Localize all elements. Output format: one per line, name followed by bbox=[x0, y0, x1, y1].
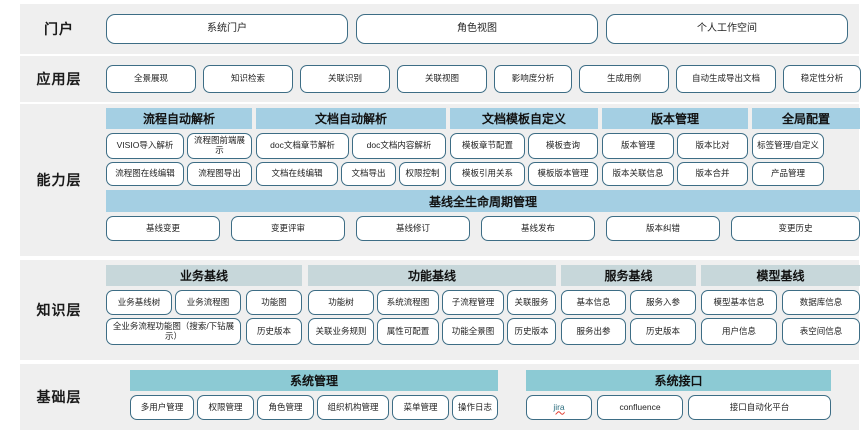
base-0-item-1[interactable]: 权限管理 bbox=[197, 395, 254, 420]
know-group-title-3: 模型基线 bbox=[701, 265, 860, 286]
base-0-item-2[interactable]: 角色管理 bbox=[257, 395, 314, 420]
app-item-7[interactable]: 稳定性分析 bbox=[783, 65, 861, 93]
cap-group-title-4: 全局配置 bbox=[752, 108, 860, 129]
layer-band-capability: 能力层 流程自动解析 文档自动解析 文档模板自定义 版本管理 全局配置 VISI… bbox=[20, 104, 860, 256]
know-1-r2-3[interactable]: 历史版本 bbox=[507, 318, 556, 345]
lifecycle-title: 基线全生命周期管理 bbox=[106, 190, 860, 212]
app-item-1[interactable]: 知识检索 bbox=[203, 65, 293, 93]
cap-2-r2-0[interactable]: 模板引用关系 bbox=[450, 162, 525, 186]
layer-label-application: 应用层 bbox=[36, 71, 82, 87]
portal-item-2[interactable]: 个人工作空间 bbox=[606, 14, 848, 44]
know-1-r2-1[interactable]: 属性可配置 bbox=[377, 318, 439, 345]
app-item-2[interactable]: 关联识别 bbox=[300, 65, 390, 93]
lifecycle-item-2[interactable]: 基线修订 bbox=[356, 216, 470, 241]
lifecycle-item-0[interactable]: 基线变更 bbox=[106, 216, 220, 241]
know-2-r1-1[interactable]: 服务入参 bbox=[630, 290, 696, 315]
base-1-item-0[interactable]: jira bbox=[526, 395, 592, 420]
cap-2-r1-0[interactable]: 模板章节配置 bbox=[450, 133, 525, 159]
cap-1-r2-1[interactable]: 文档导出 bbox=[341, 162, 396, 186]
base-0-item-5[interactable]: 操作日志 bbox=[452, 395, 498, 420]
portal-item-1[interactable]: 角色视图 bbox=[356, 14, 598, 44]
know-0-r1-1[interactable]: 业务流程图 bbox=[175, 290, 241, 315]
know-0-r1-0[interactable]: 业务基线树 bbox=[106, 290, 172, 315]
cap-0-r2-1[interactable]: 流程图导出 bbox=[187, 162, 252, 186]
layer-band-knowledge: 知识层 业务基线 功能基线 服务基线 模型基线 业务基线树 业务流程图 功能图 … bbox=[20, 260, 860, 360]
cap-3-r1-1[interactable]: 版本比对 bbox=[677, 133, 748, 159]
cap-1-r2-2[interactable]: 权限控制 bbox=[399, 162, 446, 186]
know-2-r1-0[interactable]: 基本信息 bbox=[561, 290, 626, 315]
layer-body-knowledge: 业务基线 功能基线 服务基线 模型基线 业务基线树 业务流程图 功能图 全业务流… bbox=[98, 260, 860, 360]
layer-band-portal: 门户 系统门户 角色视图 个人工作空间 bbox=[20, 4, 859, 54]
layer-band-application: 应用层 全景展现 知识检索 关联识别 关联视图 影响度分析 生成用例 自动生成导… bbox=[20, 56, 861, 102]
know-1-r2-2[interactable]: 功能全景图 bbox=[442, 318, 504, 345]
cap-3-r2-0[interactable]: 版本关联信息 bbox=[602, 162, 674, 186]
layer-body-portal: 系统门户 角色视图 个人工作空间 bbox=[98, 4, 855, 54]
know-3-r2-0[interactable]: 用户信息 bbox=[701, 318, 777, 345]
layer-body-infrastructure: 系统管理 系统接口 多用户管理 权限管理 角色管理 组织机构管理 菜单管理 操作… bbox=[98, 364, 855, 430]
cap-0-r1-0[interactable]: VISIO导入解析 bbox=[106, 133, 184, 159]
app-item-6[interactable]: 自动生成导出文档 bbox=[676, 65, 776, 93]
know-0-r2-0[interactable]: 全业务流程功能图（搜索/下钻展示） bbox=[106, 318, 241, 345]
layer-body-application: 全景展现 知识检索 关联识别 关联视图 影响度分析 生成用例 自动生成导出文档 … bbox=[98, 56, 861, 102]
lifecycle-item-1[interactable]: 变更评审 bbox=[231, 216, 345, 241]
know-0-r2-1[interactable]: 历史版本 bbox=[246, 318, 302, 345]
cap-1-r1-1[interactable]: doc文档内容解析 bbox=[352, 133, 446, 159]
app-item-3[interactable]: 关联视图 bbox=[397, 65, 487, 93]
app-item-5[interactable]: 生成用例 bbox=[579, 65, 669, 93]
layer-label-portal: 门户 bbox=[44, 21, 74, 37]
base-group-title-0: 系统管理 bbox=[130, 370, 498, 391]
know-group-title-0: 业务基线 bbox=[106, 265, 302, 286]
base-0-item-3[interactable]: 组织机构管理 bbox=[317, 395, 389, 420]
know-1-r1-2[interactable]: 子流程管理 bbox=[442, 290, 504, 315]
app-item-0[interactable]: 全景展现 bbox=[106, 65, 196, 93]
layer-band-infrastructure: 基础层 系统管理 系统接口 多用户管理 权限管理 角色管理 组织机构管理 菜单管… bbox=[20, 364, 859, 430]
layer-body-capability: 流程自动解析 文档自动解析 文档模板自定义 版本管理 全局配置 VISIO导入解… bbox=[98, 104, 860, 256]
know-3-r1-0[interactable]: 模型基本信息 bbox=[701, 290, 777, 315]
know-3-r1-1[interactable]: 数据库信息 bbox=[782, 290, 860, 315]
know-group-title-2: 服务基线 bbox=[561, 265, 696, 286]
base-1-item-1[interactable]: confluence bbox=[597, 395, 683, 420]
portal-item-0[interactable]: 系统门户 bbox=[106, 14, 348, 44]
jira-label: jira bbox=[553, 401, 565, 412]
cap-0-r2-0[interactable]: 流程图在线编辑 bbox=[106, 162, 184, 186]
cap-group-title-3: 版本管理 bbox=[602, 108, 748, 129]
know-2-r2-0[interactable]: 服务出参 bbox=[561, 318, 626, 345]
base-1-item-2[interactable]: 接口自动化平台 bbox=[688, 395, 831, 420]
know-2-r2-1[interactable]: 历史版本 bbox=[630, 318, 696, 345]
lifecycle-item-5[interactable]: 变更历史 bbox=[731, 216, 860, 241]
cap-group-title-0: 流程自动解析 bbox=[106, 108, 252, 129]
cap-2-r1-1[interactable]: 模板查询 bbox=[528, 133, 598, 159]
layer-label-infrastructure: 基础层 bbox=[36, 389, 82, 405]
cap-group-title-1: 文档自动解析 bbox=[256, 108, 446, 129]
cap-group-title-2: 文档模板自定义 bbox=[450, 108, 598, 129]
lifecycle-item-3[interactable]: 基线发布 bbox=[481, 216, 595, 241]
cap-4-r1-0[interactable]: 标签管理/自定义 bbox=[752, 133, 824, 159]
know-1-r1-3[interactable]: 关联服务 bbox=[507, 290, 556, 315]
know-1-r1-0[interactable]: 功能树 bbox=[308, 290, 374, 315]
cap-2-r2-1[interactable]: 模板版本管理 bbox=[528, 162, 598, 186]
know-0-r1-2[interactable]: 功能图 bbox=[246, 290, 302, 315]
layer-label-knowledge: 知识层 bbox=[36, 302, 82, 318]
know-3-r2-1[interactable]: 表空间信息 bbox=[782, 318, 860, 345]
base-0-item-4[interactable]: 菜单管理 bbox=[392, 395, 449, 420]
know-1-r2-0[interactable]: 关联业务规则 bbox=[308, 318, 374, 345]
cap-1-r2-0[interactable]: 文档在线编辑 bbox=[256, 162, 338, 186]
layer-label-capability: 能力层 bbox=[36, 172, 82, 188]
base-group-title-1: 系统接口 bbox=[526, 370, 831, 391]
app-item-4[interactable]: 影响度分析 bbox=[494, 65, 572, 93]
know-1-r1-1[interactable]: 系统流程图 bbox=[377, 290, 439, 315]
cap-0-r1-1[interactable]: 流程图前端展示 bbox=[187, 133, 252, 159]
cap-3-r1-0[interactable]: 版本管理 bbox=[602, 133, 674, 159]
know-group-title-1: 功能基线 bbox=[308, 265, 556, 286]
cap-4-r2-0[interactable]: 产品管理 bbox=[752, 162, 824, 186]
cap-1-r1-0[interactable]: doc文档章节解析 bbox=[256, 133, 349, 159]
lifecycle-item-4[interactable]: 版本纠错 bbox=[606, 216, 720, 241]
cap-3-r2-1[interactable]: 版本合并 bbox=[677, 162, 748, 186]
base-0-item-0[interactable]: 多用户管理 bbox=[130, 395, 194, 420]
